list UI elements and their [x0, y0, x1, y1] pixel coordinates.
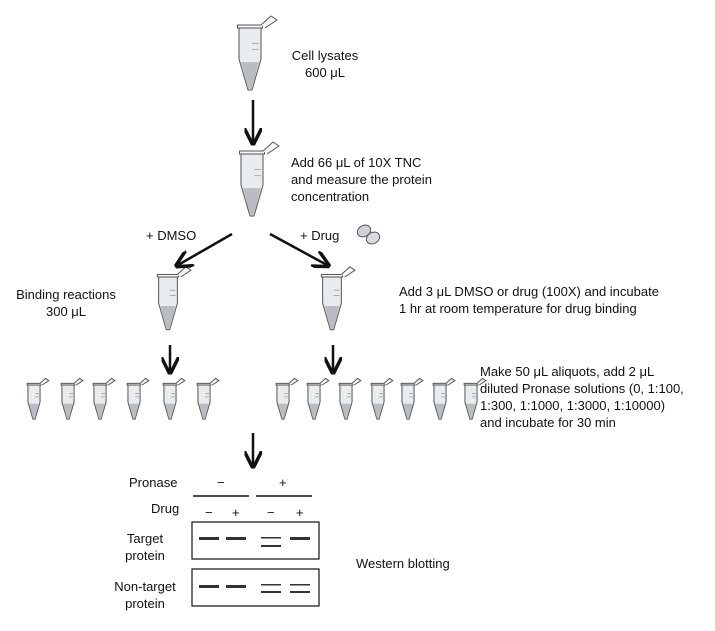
aliquots-line4: and incubate for 30 min	[480, 415, 616, 430]
band	[261, 584, 281, 586]
band	[290, 584, 310, 586]
tube-tnc	[239, 141, 280, 217]
tube-aliquot-dmso-2	[60, 377, 84, 420]
western-caption: Western blotting	[356, 556, 450, 571]
binding-label: Binding reactions 300 μL	[6, 286, 126, 320]
aliquots-line3: 1:300, 1:1000, 1:3000, 1:10000)	[480, 398, 666, 413]
tube-group	[26, 15, 487, 420]
lysate-line1: Cell lysates	[291, 48, 359, 63]
tnc-label: Add 66 μL of 10X TNC and measure the pro…	[291, 154, 432, 205]
binding-line1: Binding reactions	[16, 287, 116, 302]
binding-line2: 300 μL	[45, 304, 87, 319]
target-blot	[191, 521, 320, 560]
incubate-label: Add 3 μL DMSO or drug (100X) and incubat…	[399, 283, 659, 317]
tube-dmso	[156, 266, 192, 331]
pronase-minus: −	[217, 475, 225, 490]
target-line2: protein	[125, 548, 165, 563]
nontarget-line1: Non-target	[114, 579, 176, 594]
band	[226, 585, 246, 588]
aliquots-line1: Make 50 μL aliquots, add 2 μL	[480, 364, 655, 379]
tube-aliquot-drug-6	[432, 377, 456, 420]
blot-panel	[191, 495, 320, 607]
nontarget-label: Non-target protein	[106, 578, 184, 612]
tube-aliquot-dmso-1	[26, 377, 50, 420]
drug-icon	[356, 224, 381, 245]
lane-4: +	[296, 505, 304, 520]
incubate-line2: 1 hr at room temperature for drug bindin…	[399, 301, 637, 316]
drug-row-label: Drug	[151, 501, 180, 516]
aliquots-label: Make 50 μL aliquots, add 2 μL diluted Pr…	[480, 363, 684, 431]
lysate-line2: 600 μL	[304, 65, 346, 80]
tube-aliquot-drug-1	[275, 377, 299, 420]
target-label: Target protein	[110, 530, 180, 564]
band	[261, 591, 281, 593]
band	[199, 537, 219, 540]
drug-label: + Drug	[300, 228, 340, 243]
target-line1: Target	[126, 531, 164, 546]
lane-2: +	[232, 505, 240, 520]
band	[290, 537, 310, 540]
tube-drug	[320, 266, 356, 331]
tube-lysate	[237, 15, 278, 91]
nontarget-line2: protein	[125, 596, 165, 611]
tnc-line1: Add 66 μL of 10X TNC	[291, 155, 422, 170]
tube-aliquot-drug-2	[306, 377, 330, 420]
lysate-label: Cell lysates 600 μL	[280, 47, 370, 81]
arrow-split-left	[178, 232, 233, 265]
tube-aliquot-dmso-6	[196, 377, 220, 420]
tube-aliquot-dmso-5	[162, 377, 186, 420]
band	[199, 585, 219, 588]
pronase-label: Pronase	[129, 475, 178, 490]
incubate-line1: Add 3 μL DMSO or drug (100X) and incubat…	[399, 284, 659, 299]
arrow-group	[170, 100, 333, 465]
band	[290, 591, 310, 593]
tube-aliquot-drug-4	[370, 377, 394, 420]
tnc-line3: concentration	[291, 189, 370, 204]
tube-aliquot-dmso-4	[126, 377, 150, 420]
dmso-label: + DMSO	[146, 228, 197, 243]
pronase-plus: +	[279, 475, 287, 490]
arrow-split-right	[269, 232, 327, 265]
tube-aliquot-drug-7	[463, 377, 487, 420]
tube-aliquot-drug-3	[338, 377, 362, 420]
lane-3: −	[267, 505, 275, 520]
tnc-line2: and measure the protein	[291, 172, 432, 187]
lane-1: −	[205, 505, 213, 520]
band	[261, 537, 281, 539]
band	[226, 537, 246, 540]
tube-aliquot-dmso-3	[92, 377, 116, 420]
tube-aliquot-drug-5	[400, 377, 424, 420]
aliquots-line2: diluted Pronase solutions (0, 1:100,	[480, 381, 684, 396]
band	[261, 545, 281, 547]
